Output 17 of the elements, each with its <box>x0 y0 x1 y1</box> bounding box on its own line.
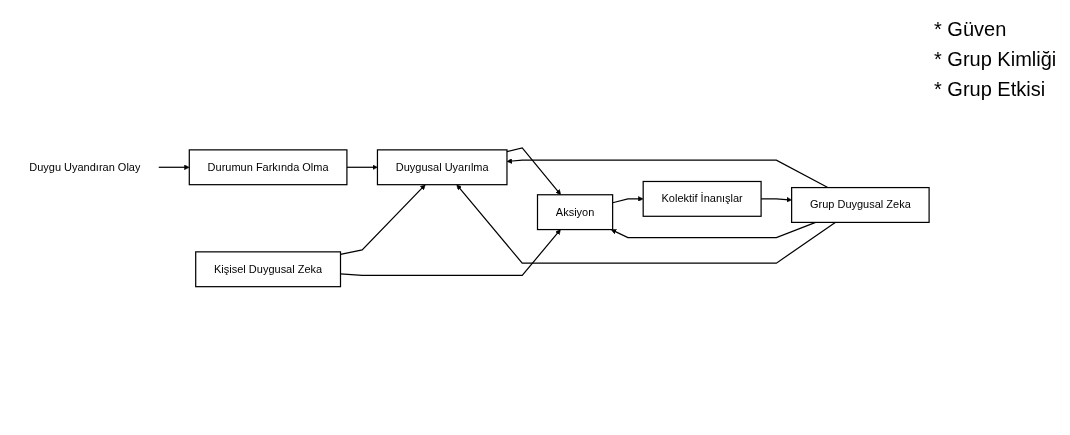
node-text: Duygu Uyandıran Olay <box>29 161 141 174</box>
bullet-note: * Grup Kimliği <box>934 47 1058 72</box>
node-box: Kolektif İnanışlar <box>642 181 762 218</box>
arrow <box>158 164 190 171</box>
node-box: Aksiyon <box>536 194 614 231</box>
arrow <box>612 196 644 204</box>
bullet-note: * Güven <box>934 17 1008 42</box>
arrow <box>456 184 836 264</box>
arrow <box>346 164 378 171</box>
arrow <box>506 147 561 196</box>
node-box: Grup Duygusal Zeka <box>791 187 930 224</box>
node-box: Durumun Farkında Olma <box>188 149 348 186</box>
arrow <box>506 158 829 189</box>
bullet-note: * Grup Etkisi <box>934 77 1047 102</box>
arrow <box>339 184 426 256</box>
node-box: Kişisel Duygusal Zeka <box>195 251 342 288</box>
node-box: Duygusal Uyarılma <box>376 149 508 186</box>
